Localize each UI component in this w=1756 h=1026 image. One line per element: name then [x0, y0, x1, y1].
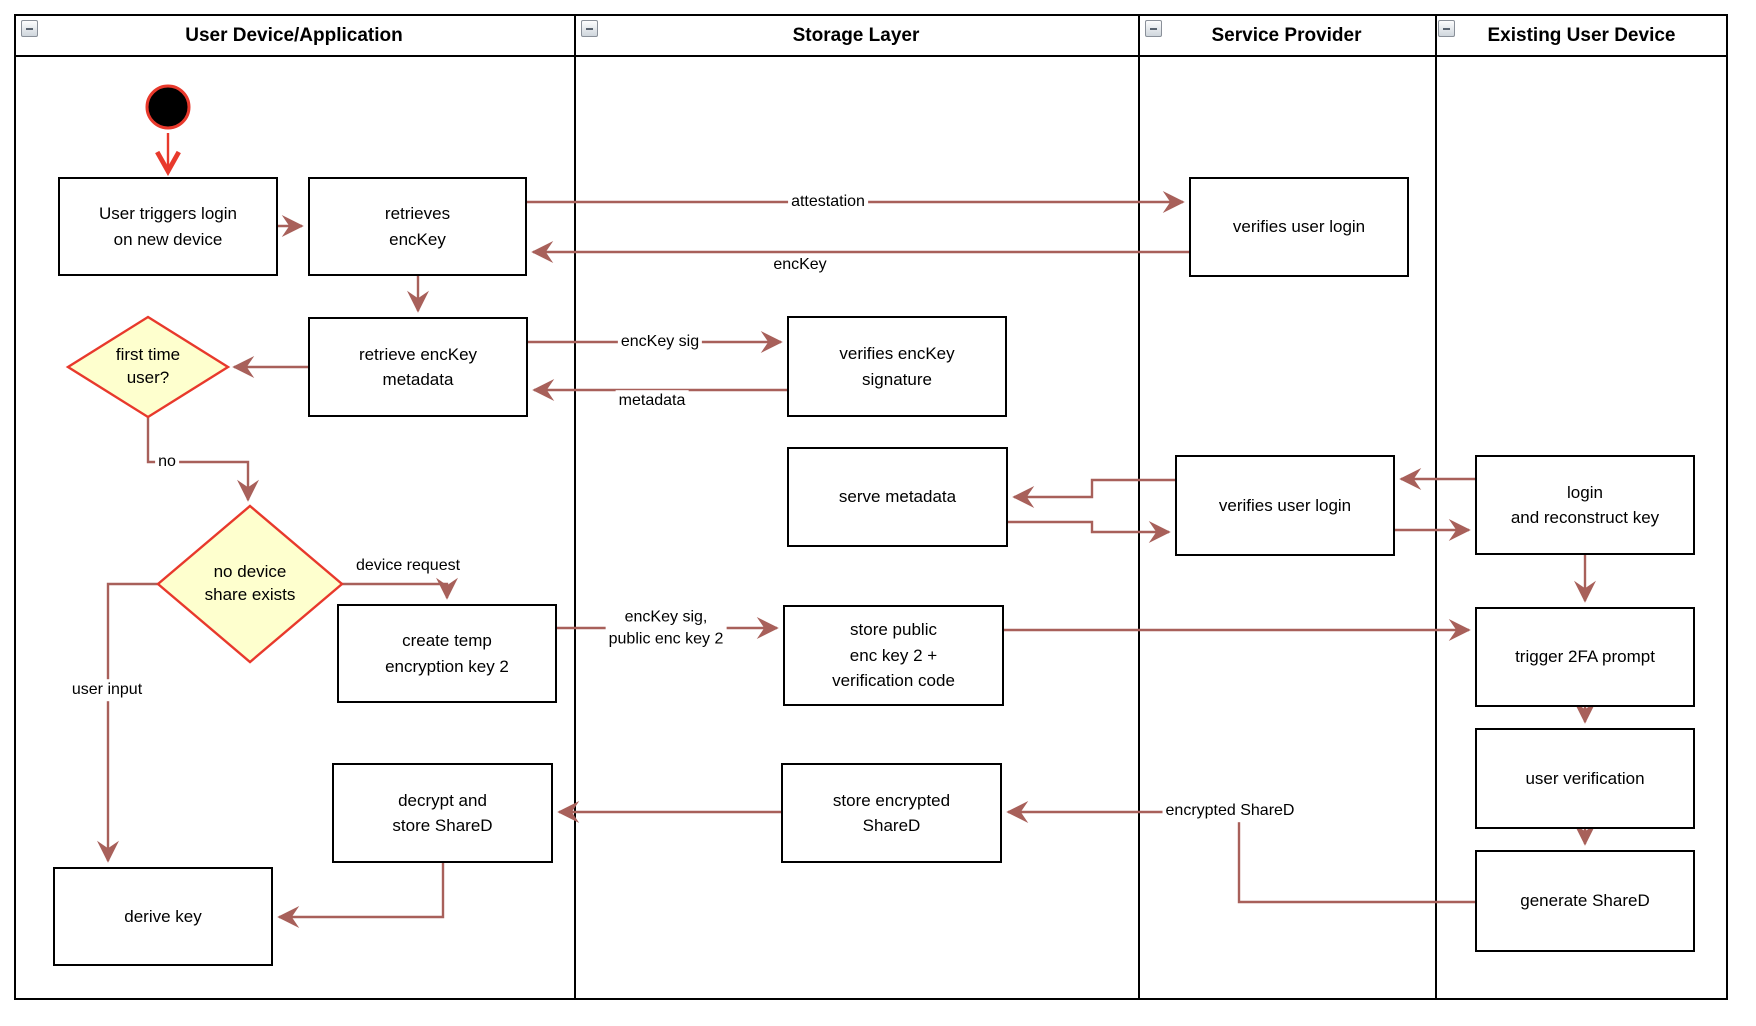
node-store-encrypted-shared[interactable]: store encrypted ShareD [781, 763, 1002, 863]
node-verifies-user-login-2[interactable]: verifies user login [1175, 455, 1395, 556]
minus-icon [1443, 27, 1450, 30]
node-trigger-2fa-prompt[interactable]: trigger 2FA prompt [1475, 607, 1695, 707]
collapse-lane-icon[interactable] [1145, 20, 1162, 37]
lane-divider [1138, 14, 1140, 1000]
node-decrypt-and-store-shared[interactable]: decrypt and store ShareD [332, 763, 553, 863]
node-store-public-enc-key-2[interactable]: store public enc key 2 + verification co… [783, 605, 1004, 706]
node-verifies-user-login-1[interactable]: verifies user login [1189, 177, 1409, 277]
lane-title: Existing User Device [1487, 24, 1676, 46]
node-user-verification[interactable]: user verification [1475, 728, 1695, 829]
minus-icon [26, 27, 33, 30]
lane-header-divider [14, 55, 1728, 57]
node-retrieves-enckey[interactable]: retrieves encKey [308, 177, 527, 276]
node-user-triggers-login[interactable]: User triggers login on new device [58, 177, 278, 276]
lane-divider [574, 14, 576, 1000]
lane-title: User Device/Application [185, 24, 403, 46]
collapse-lane-icon[interactable] [21, 20, 38, 37]
lane-header-user-device: User Device/Application [16, 16, 572, 55]
lane-divider [1435, 14, 1437, 1000]
lane-title: Storage Layer [792, 24, 920, 46]
minus-icon [1150, 27, 1157, 30]
lane-title: Service Provider [1211, 24, 1362, 46]
lane-header-storage-layer: Storage Layer [576, 16, 1136, 55]
node-generate-shared[interactable]: generate ShareD [1475, 850, 1695, 952]
lane-header-service-provider: Service Provider [1140, 16, 1433, 55]
node-serve-metadata[interactable]: serve metadata [787, 447, 1008, 547]
lane-header-existing-user-device: Existing User Device [1437, 16, 1726, 55]
node-create-temp-encryption-key-2[interactable]: create temp encryption key 2 [337, 604, 557, 703]
collapse-lane-icon[interactable] [581, 20, 598, 37]
node-verifies-enckey-signature[interactable]: verifies encKey signature [787, 316, 1007, 417]
node-login-and-reconstruct-key[interactable]: login and reconstruct key [1475, 455, 1695, 555]
node-retrieve-enckey-metadata[interactable]: retrieve encKey metadata [308, 317, 528, 417]
collapse-lane-icon[interactable] [1438, 20, 1455, 37]
node-derive-key[interactable]: derive key [53, 867, 273, 966]
pool-border [14, 14, 1728, 1000]
minus-icon [586, 27, 593, 30]
